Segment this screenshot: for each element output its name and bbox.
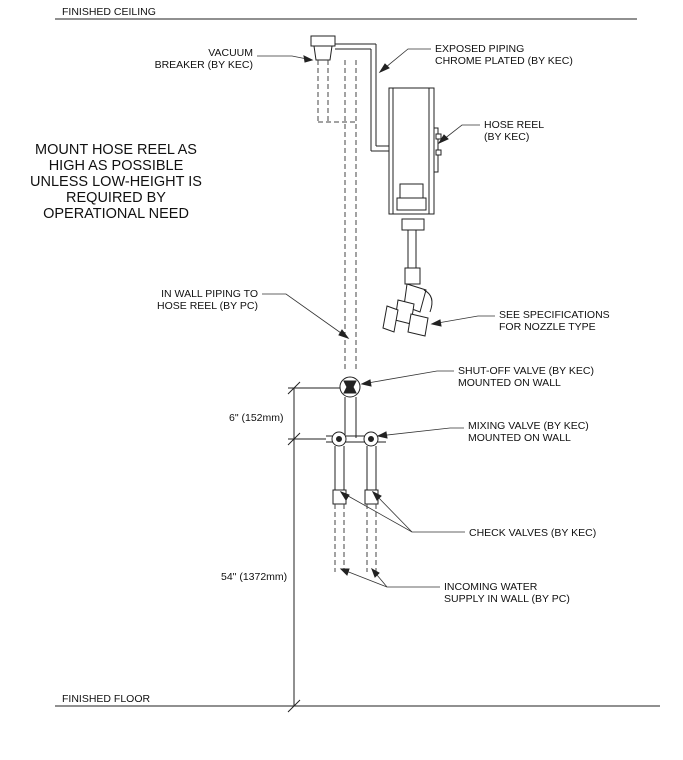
in-wall-piping bbox=[344, 60, 357, 372]
in-wall-piping-callout: IN WALL PIPING TO HOSE REEL (BY PC) bbox=[157, 288, 350, 339]
svg-text:UNLESS LOW-HEIGHT IS: UNLESS LOW-HEIGHT IS bbox=[30, 174, 202, 190]
finished-floor-label: FINISHED FLOOR bbox=[62, 693, 151, 705]
svg-text:SHUT-OFF VALVE (BY KEC): SHUT-OFF VALVE (BY KEC) bbox=[458, 365, 594, 377]
incoming-water-callout: INCOMING WATER SUPPLY IN WALL (BY PC) bbox=[339, 567, 570, 605]
svg-text:BREAKER (BY KEC): BREAKER (BY KEC) bbox=[155, 59, 253, 71]
svg-text:OPERATIONAL NEED: OPERATIONAL NEED bbox=[43, 206, 189, 222]
hose-reel bbox=[388, 87, 442, 285]
mixing-valve bbox=[326, 431, 386, 447]
svg-text:SUPPLY IN WALL (BY PC): SUPPLY IN WALL (BY PC) bbox=[444, 593, 570, 605]
check-valves-callout: CHECK VALVES (BY KEC) bbox=[339, 490, 596, 539]
exposed-piping-callout: EXPOSED PIPING CHROME PLATED (BY KEC) bbox=[378, 43, 573, 74]
svg-text:SEE SPECIFICATIONS: SEE SPECIFICATIONS bbox=[499, 309, 610, 321]
svg-text:HOSE REEL: HOSE REEL bbox=[484, 119, 544, 131]
dimension-54in-label: 54" (1372mm) bbox=[221, 571, 287, 583]
exposed-piping bbox=[370, 44, 389, 152]
specifications-callout: SEE SPECIFICATIONS FOR NOZZLE TYPE bbox=[430, 309, 610, 333]
svg-text:INCOMING WATER: INCOMING WATER bbox=[444, 581, 538, 593]
vacuum-breaker bbox=[310, 35, 376, 123]
svg-text:MIXING VALVE (BY KEC): MIXING VALVE (BY KEC) bbox=[468, 420, 589, 432]
spray-nozzle bbox=[382, 283, 433, 337]
svg-text:MOUNTED ON WALL: MOUNTED ON WALL bbox=[468, 432, 571, 444]
dimension-line bbox=[287, 381, 340, 713]
svg-text:VACUUM: VACUUM bbox=[208, 47, 253, 59]
svg-text:MOUNT HOSE REEL AS: MOUNT HOSE REEL AS bbox=[35, 142, 197, 158]
svg-text:EXPOSED PIPING: EXPOSED PIPING bbox=[435, 43, 524, 55]
finished-ceiling-label: FINISHED CEILING bbox=[62, 6, 156, 18]
svg-text:REQUIRED BY: REQUIRED BY bbox=[66, 190, 166, 206]
svg-text:FOR NOZZLE TYPE: FOR NOZZLE TYPE bbox=[499, 321, 596, 333]
mounting-note: MOUNT HOSE REEL AS HIGH AS POSSIBLE UNLE… bbox=[30, 142, 202, 222]
svg-text:HOSE REEL (BY PC): HOSE REEL (BY PC) bbox=[157, 300, 258, 312]
shut-off-valve bbox=[339, 376, 361, 438]
hose-reel-callout: HOSE REEL (BY KEC) bbox=[437, 119, 544, 145]
dimension-6in-label: 6" (152mm) bbox=[229, 412, 284, 424]
svg-text:CHROME PLATED (BY KEC): CHROME PLATED (BY KEC) bbox=[435, 55, 573, 67]
svg-text:CHECK VALVES (BY KEC): CHECK VALVES (BY KEC) bbox=[469, 527, 596, 539]
svg-text:IN WALL PIPING TO: IN WALL PIPING TO bbox=[161, 288, 258, 300]
svg-text:MOUNTED ON WALL: MOUNTED ON WALL bbox=[458, 377, 561, 389]
svg-text:HIGH AS POSSIBLE: HIGH AS POSSIBLE bbox=[49, 158, 184, 174]
svg-text:(BY KEC): (BY KEC) bbox=[484, 131, 529, 143]
mixing-valve-callout: MIXING VALVE (BY KEC) MOUNTED ON WALL bbox=[376, 420, 589, 444]
shut-off-valve-callout: SHUT-OFF VALVE (BY KEC) MOUNTED ON WALL bbox=[360, 365, 594, 389]
vacuum-breaker-callout: VACUUM BREAKER (BY KEC) bbox=[155, 47, 314, 71]
